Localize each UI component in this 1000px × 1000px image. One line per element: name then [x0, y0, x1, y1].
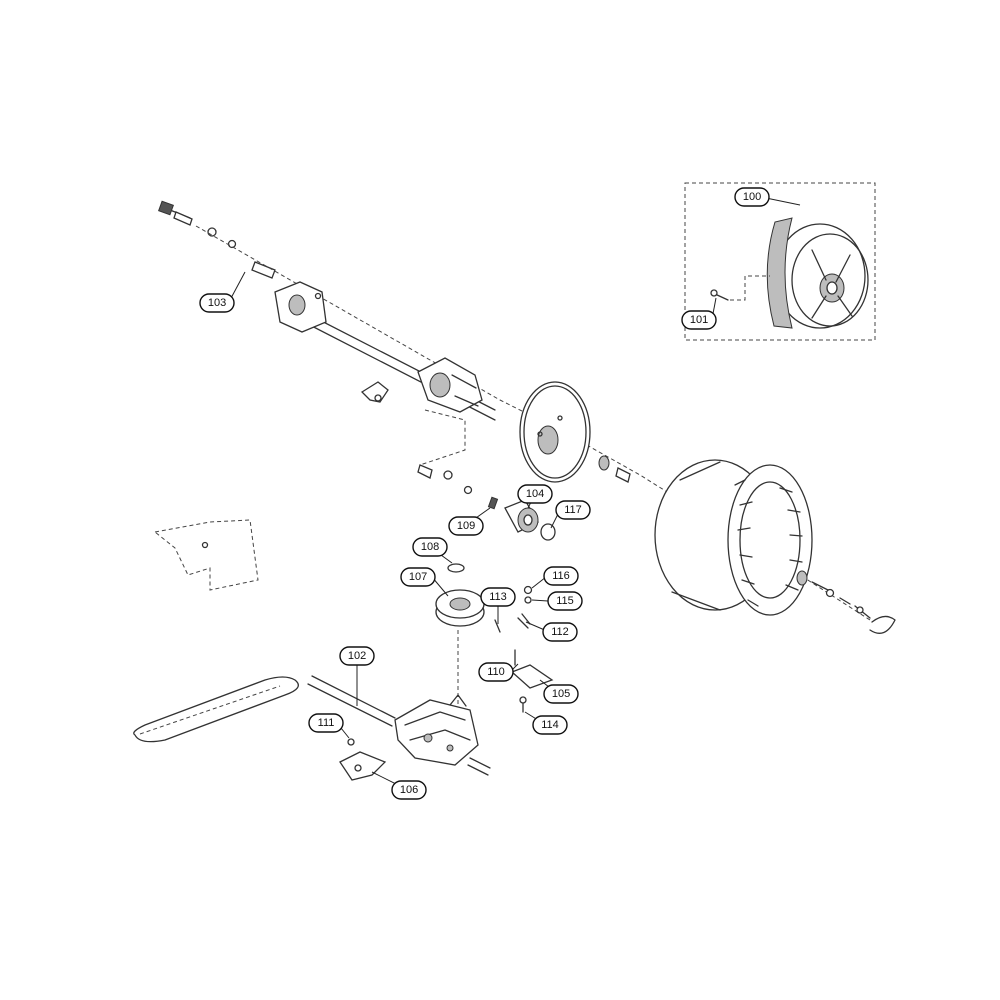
- callout-113: 113: [480, 587, 516, 607]
- clip-part: [360, 381, 389, 403]
- callout-label: 107: [409, 571, 427, 583]
- callout-label: 104: [526, 488, 544, 500]
- callout-label: 103: [208, 297, 226, 309]
- callout-label: 100: [743, 191, 761, 203]
- axle-bracket-left: [274, 281, 327, 333]
- sprocket-bushing: [615, 467, 631, 483]
- callout-116: 116: [543, 566, 579, 586]
- callout-label: 115: [556, 595, 574, 607]
- callout-108: 108: [412, 537, 448, 557]
- callout-label: 114: [541, 719, 559, 731]
- callout-107: 107: [400, 567, 436, 587]
- callout-label: 116: [552, 570, 570, 582]
- callout-117: 117: [555, 500, 591, 520]
- inset-dashed-frame: [684, 182, 876, 341]
- callout-label: 105: [552, 688, 570, 700]
- key-109: [487, 496, 499, 510]
- callout-label: 110: [487, 666, 505, 678]
- axle-washer: [207, 227, 217, 237]
- callout-100: 100: [734, 187, 770, 207]
- inset-bolt: [710, 289, 729, 301]
- callout-101: 101: [681, 310, 717, 330]
- drive-shaft-102: [307, 675, 396, 727]
- callout-115: 115: [547, 591, 583, 611]
- callout-label: 102: [348, 650, 366, 662]
- callout-112: 112: [542, 622, 578, 642]
- callout-111: 111: [308, 713, 344, 733]
- callout-label: 108: [421, 541, 439, 553]
- pulley-107: [435, 589, 485, 627]
- pinion-group: [417, 464, 556, 541]
- pin-113: [494, 619, 501, 633]
- shift-bracket-106: [339, 751, 387, 781]
- sprocket-washer: [598, 455, 610, 471]
- inset-assembly-line: [730, 275, 770, 301]
- callout-label: 109: [457, 520, 475, 532]
- callout-102: 102: [339, 646, 375, 666]
- callout-110: 110: [478, 662, 514, 682]
- callout-label: 101: [690, 314, 708, 326]
- axle-assembly: [158, 200, 871, 621]
- callout-103: 103: [199, 293, 235, 313]
- wheel-inset: [684, 182, 876, 341]
- callout-label: 111: [318, 717, 335, 729]
- axle-spacer: [251, 261, 276, 279]
- axle-centerline: [195, 225, 871, 621]
- pinion-gear: [504, 499, 539, 533]
- bracket-105: [510, 664, 554, 689]
- callout-label: 113: [489, 591, 507, 603]
- callout-label: 112: [551, 626, 569, 638]
- axle-bracket-center: [417, 357, 483, 413]
- callout-label: 117: [564, 504, 582, 516]
- callout-105: 105: [543, 684, 579, 704]
- callout-114: 114: [532, 715, 568, 735]
- snap-ring-108: [447, 563, 465, 573]
- callout-106: 106: [391, 780, 427, 800]
- gearbox-group: [307, 563, 554, 776]
- drive-belt: [133, 676, 299, 743]
- inset-wheel: [766, 217, 869, 329]
- wheel-clip: [869, 615, 896, 634]
- drive-sprocket: [519, 381, 591, 483]
- cover-plate: [153, 519, 259, 591]
- callout-label: 106: [400, 784, 418, 796]
- rear-wheel: [654, 459, 896, 634]
- spring-112: [517, 613, 531, 629]
- callout-104: 104: [517, 484, 553, 504]
- gearbox: [394, 694, 479, 766]
- callout-109: 109: [448, 516, 484, 536]
